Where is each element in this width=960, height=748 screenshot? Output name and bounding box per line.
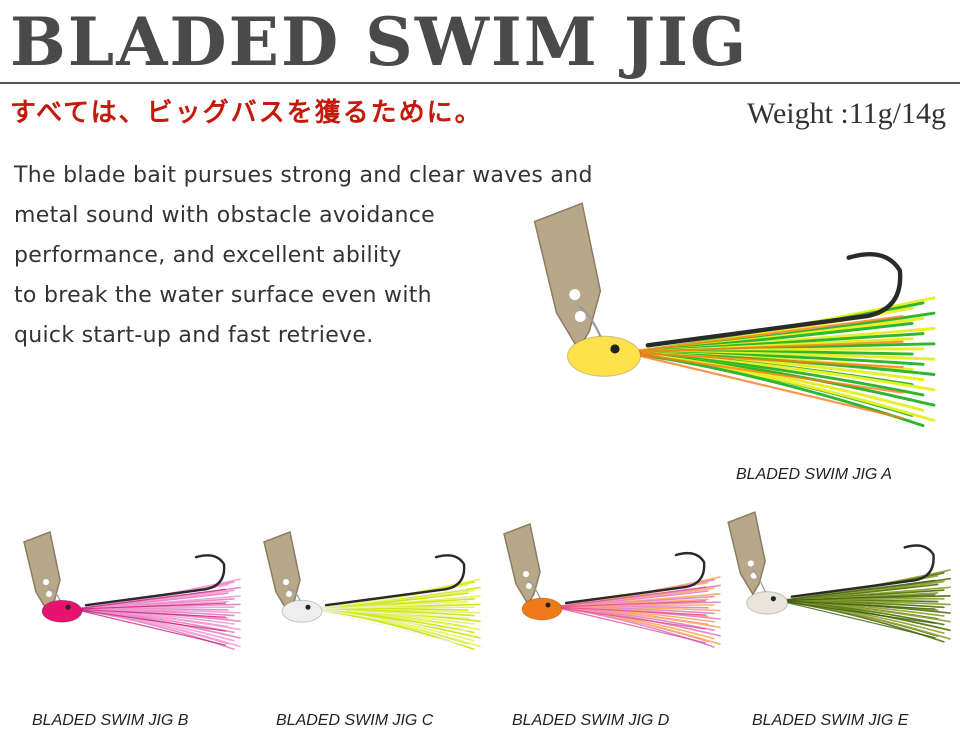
skirt-accent bbox=[553, 606, 707, 616]
title-divider bbox=[0, 82, 960, 84]
skirt-accent bbox=[73, 588, 227, 610]
blade-icon bbox=[533, 202, 602, 351]
blade-hole bbox=[46, 591, 52, 597]
skirt-accent bbox=[313, 608, 467, 646]
description-line: The blade bait pursues strong and clear … bbox=[14, 163, 593, 188]
product-label-c: BLADED SWIM JIG C bbox=[276, 712, 434, 729]
jig-head bbox=[746, 591, 789, 615]
skirt-accent bbox=[625, 340, 904, 354]
eye-icon bbox=[770, 596, 776, 602]
skirt-accent bbox=[553, 606, 707, 630]
blade-hole bbox=[283, 579, 289, 585]
blade-icon bbox=[727, 511, 766, 596]
eye-icon bbox=[610, 344, 620, 354]
blade-hole bbox=[747, 560, 754, 567]
blade-icon bbox=[263, 530, 301, 614]
product-label-d: BLADED SWIM JIG D bbox=[512, 712, 670, 729]
skirt-accent bbox=[779, 579, 936, 602]
blade-icon bbox=[23, 530, 61, 614]
lure-image-a bbox=[533, 202, 936, 428]
japanese-tagline: すべては、ビッグバスを獲るために。 bbox=[10, 98, 483, 128]
skirt-accent bbox=[553, 600, 707, 608]
skirt-accent bbox=[73, 608, 227, 632]
hook-icon bbox=[84, 554, 226, 607]
weight-spec: Weight :11g/14g bbox=[747, 97, 946, 130]
blade-hole bbox=[526, 583, 532, 589]
hook-icon bbox=[645, 252, 903, 348]
skirt-accent bbox=[313, 608, 467, 632]
lure-image-d bbox=[503, 522, 721, 648]
skirt-accent bbox=[625, 314, 904, 354]
skirt-accent bbox=[779, 594, 936, 602]
eye-icon bbox=[305, 604, 311, 610]
hook-icon bbox=[564, 551, 706, 605]
blade-hole bbox=[569, 289, 581, 301]
description-line: metal sound with obstacle avoidance bbox=[14, 203, 435, 228]
jig-head bbox=[521, 597, 563, 621]
blade-hole bbox=[43, 579, 49, 585]
skirt-accent bbox=[625, 351, 904, 394]
page-title: BLADED SWIM JIG bbox=[10, 3, 749, 81]
skirt-accent bbox=[313, 588, 467, 610]
lure-image-b bbox=[23, 530, 241, 650]
jig-head bbox=[566, 335, 642, 377]
hook-icon bbox=[324, 554, 466, 607]
blade-hole bbox=[523, 571, 529, 577]
skirt-accent bbox=[313, 608, 467, 618]
blade-hole bbox=[574, 311, 586, 322]
hook-icon bbox=[790, 544, 935, 598]
jig-head bbox=[281, 599, 323, 623]
product-label-b: BLADED SWIM JIG B bbox=[32, 712, 189, 729]
skirt-accent bbox=[625, 351, 904, 420]
skirt-accent bbox=[553, 606, 707, 644]
skirt-accent bbox=[313, 602, 467, 610]
description-line: performance, and excellent ability bbox=[14, 243, 402, 268]
product-label-a: BLADED SWIM JIG A bbox=[736, 466, 892, 483]
eye-icon bbox=[545, 602, 551, 608]
product-label-e: BLADED SWIM JIG E bbox=[752, 712, 909, 729]
skirt-accent bbox=[73, 608, 227, 646]
skirt-accent bbox=[625, 351, 904, 369]
skirt-accent bbox=[779, 600, 936, 610]
skirt-accent bbox=[779, 600, 936, 639]
description-line: quick start-up and fast retrieve. bbox=[14, 323, 374, 348]
blade-hole bbox=[286, 591, 292, 597]
lure-image-c bbox=[263, 530, 481, 650]
description-line: to break the water surface even with bbox=[14, 283, 432, 308]
lure-image-e bbox=[727, 511, 951, 643]
skirt-accent bbox=[73, 602, 227, 610]
blade-icon bbox=[503, 522, 541, 606]
skirt-accent bbox=[779, 600, 936, 624]
product-description: The blade bait pursues strong and clear … bbox=[14, 156, 593, 356]
skirt-accent bbox=[73, 608, 227, 618]
jig-head bbox=[41, 599, 83, 623]
eye-icon bbox=[65, 604, 71, 610]
skirt-accent bbox=[553, 586, 707, 608]
